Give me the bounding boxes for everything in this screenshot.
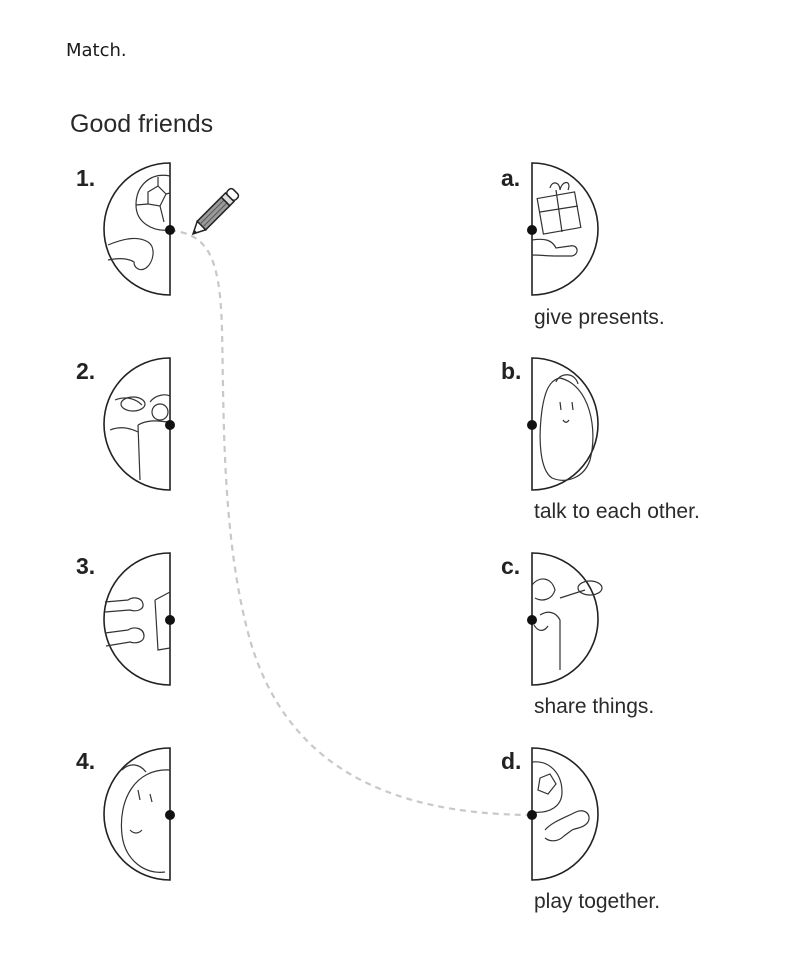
- item-letter-d: d.: [501, 748, 522, 774]
- worksheet-title: Good friends: [70, 110, 214, 138]
- item-letter-c: c.: [501, 553, 521, 579]
- item-number-4: 4.: [76, 748, 96, 774]
- connector-dot-3[interactable]: [165, 615, 175, 625]
- connector-dot-a[interactable]: [527, 225, 537, 235]
- picture-c-spoon-half: [527, 552, 603, 686]
- connector-dot-4[interactable]: [165, 810, 175, 820]
- picture-3-hands-half: [103, 552, 175, 686]
- item-letter-b: b.: [501, 358, 522, 384]
- connector-dot-1[interactable]: [165, 225, 175, 235]
- phrase-a: give presents.: [534, 306, 665, 329]
- picture-a-present-half: [527, 162, 599, 296]
- item-number-1: 1.: [76, 165, 96, 191]
- item-letter-a: a.: [501, 165, 521, 191]
- pencil-icon: [191, 187, 240, 236]
- picture-2-spoon-half: [103, 357, 175, 491]
- picture-1-football-half: [103, 162, 175, 296]
- picture-4-face-half: [103, 747, 175, 881]
- phrase-c: share things.: [534, 695, 655, 718]
- example-dashed-line: [169, 228, 536, 817]
- connector-dot-c[interactable]: [527, 615, 537, 625]
- connector-dot-d[interactable]: [527, 810, 537, 820]
- item-number-3: 3.: [76, 553, 96, 579]
- phrase-b: talk to each other.: [534, 500, 700, 523]
- connector-dot-2[interactable]: [165, 420, 175, 430]
- picture-d-football-half: [527, 747, 599, 881]
- instruction: Match.: [66, 40, 127, 61]
- connector-dot-b[interactable]: [527, 420, 537, 430]
- picture-b-face-half: [527, 357, 599, 491]
- item-number-2: 2.: [76, 358, 96, 384]
- phrase-d: play together.: [534, 890, 661, 913]
